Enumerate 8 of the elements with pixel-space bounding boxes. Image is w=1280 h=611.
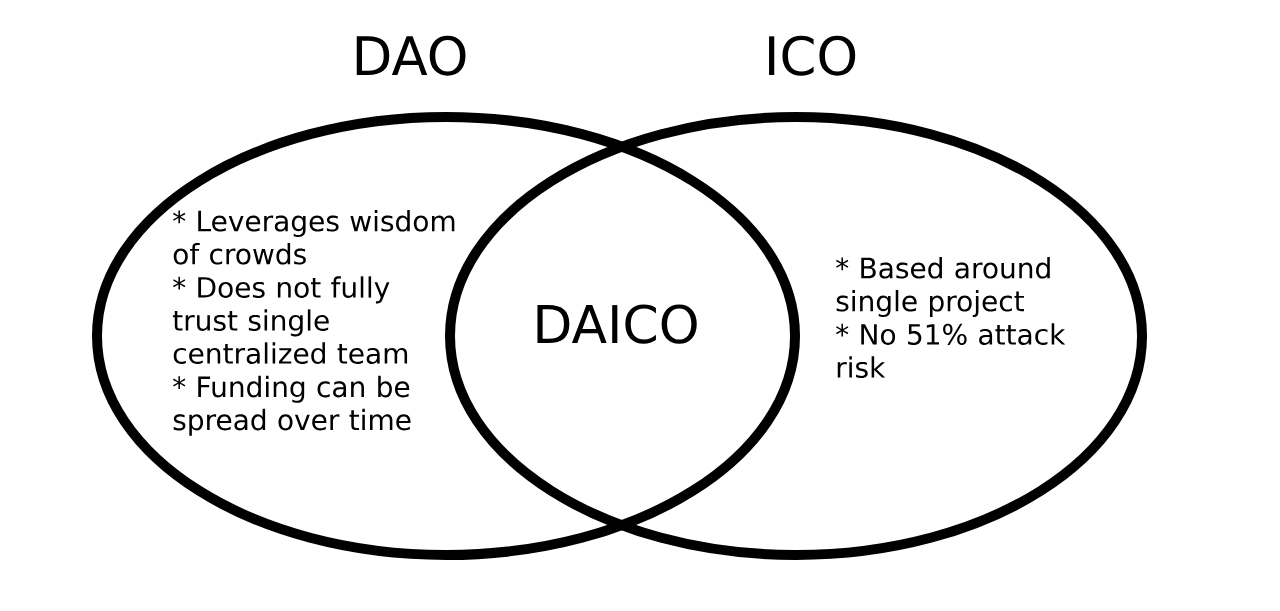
bullet-text: * Leverages wisdom of crowds xyxy=(173,209,455,265)
set-title: ICO xyxy=(769,35,856,76)
bullet-text: * Funding can be spread over time xyxy=(173,375,411,436)
bullet-text: * No 51% attack risk xyxy=(836,323,1066,378)
bullet-text: * Does not fully trust single centralized team xyxy=(172,276,408,364)
set-title: DAO xyxy=(356,35,466,76)
bullet-text: * Based around single project xyxy=(836,256,1050,317)
overlap-label: DAICO xyxy=(537,304,697,344)
